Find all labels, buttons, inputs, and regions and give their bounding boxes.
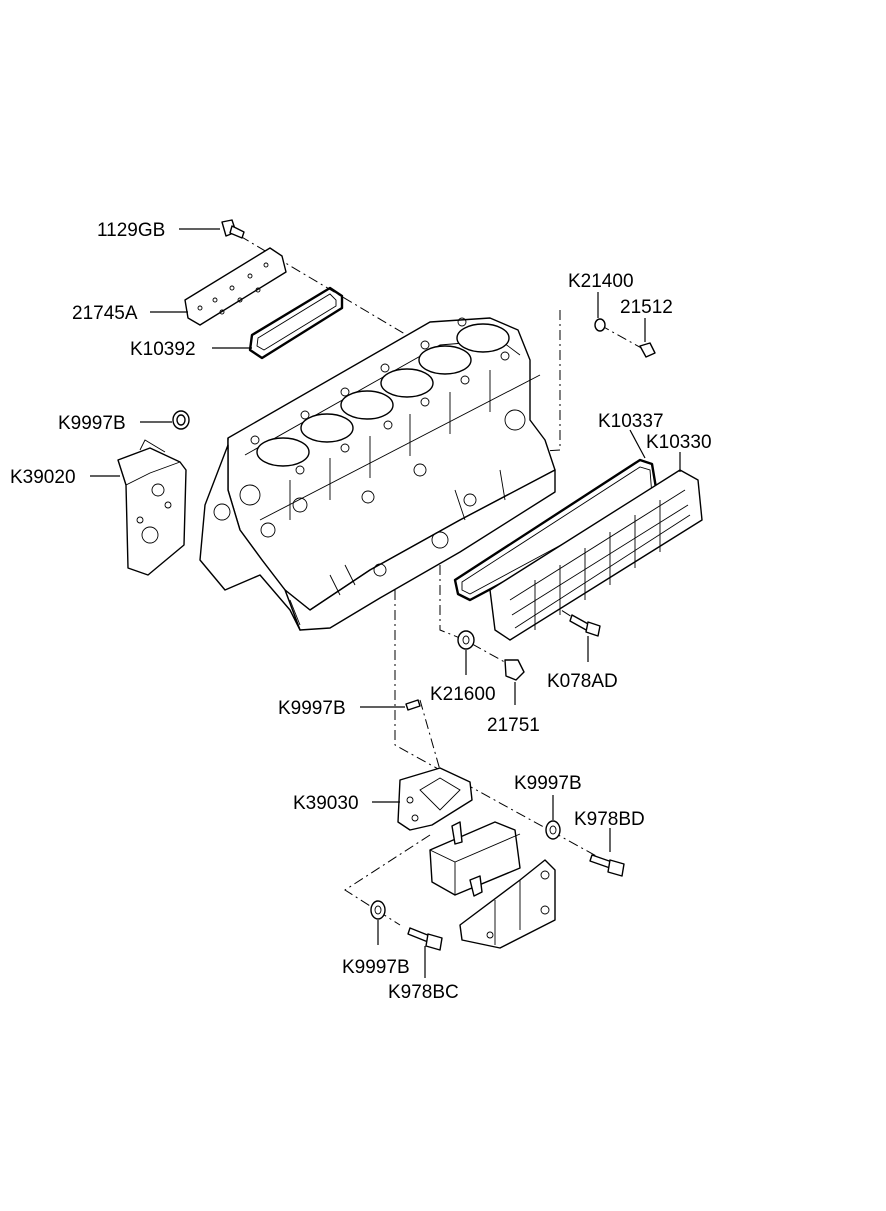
bolt-k078ad — [569, 614, 601, 637]
gasket-k10392 — [248, 286, 344, 360]
label-k21400: K21400 — [568, 271, 634, 292]
washer-k21600 — [457, 630, 475, 650]
support-bracket — [459, 859, 556, 949]
washer-k9997b-bottom — [370, 900, 386, 920]
plug-21512 — [639, 342, 656, 358]
label-k21600: K21600 — [430, 684, 496, 705]
label-21751: 21751 — [487, 715, 540, 736]
label-k9997b-right: K9997B — [514, 773, 582, 794]
part-labels: 1129GB 21745A K10392 K9997B K39020 K2140… — [10, 220, 712, 1003]
label-1129gb: 1129GB — [97, 220, 165, 241]
bracket-k39020 — [117, 439, 187, 576]
label-k978bc: K978BC — [388, 982, 459, 1003]
pin-k9997b-mid — [405, 699, 421, 711]
engine-mount — [429, 821, 521, 897]
cover-k10330 — [489, 469, 703, 641]
label-k978bd: K978BD — [574, 809, 645, 830]
bracket-k39030 — [397, 767, 473, 831]
bolt-k978bd — [589, 854, 625, 877]
side-cover-21745a — [184, 247, 287, 326]
washer-k9997b-right — [545, 820, 561, 840]
washer-k21400 — [594, 318, 606, 332]
leader-lines — [90, 228, 681, 978]
label-k10392: K10392 — [130, 339, 196, 360]
engine-block — [199, 317, 556, 631]
label-21512: 21512 — [620, 297, 673, 318]
label-k9997b-bottom: K9997B — [342, 957, 410, 978]
bolt-1129gb — [221, 219, 245, 239]
label-k10337: K10337 — [598, 411, 664, 432]
label-k9997b-mid: K9997B — [278, 698, 346, 719]
label-k39020: K39020 — [10, 467, 76, 488]
bolt-k978bc — [407, 927, 443, 951]
label-k10330: K10330 — [646, 432, 712, 453]
ring-k9997b-top — [172, 410, 190, 430]
plug-21751 — [504, 659, 525, 681]
label-k9997b-top: K9997B — [58, 413, 126, 434]
label-k39030: K39030 — [293, 793, 359, 814]
label-21745a: 21745A — [72, 303, 138, 324]
label-k078ad: K078AD — [547, 671, 618, 692]
